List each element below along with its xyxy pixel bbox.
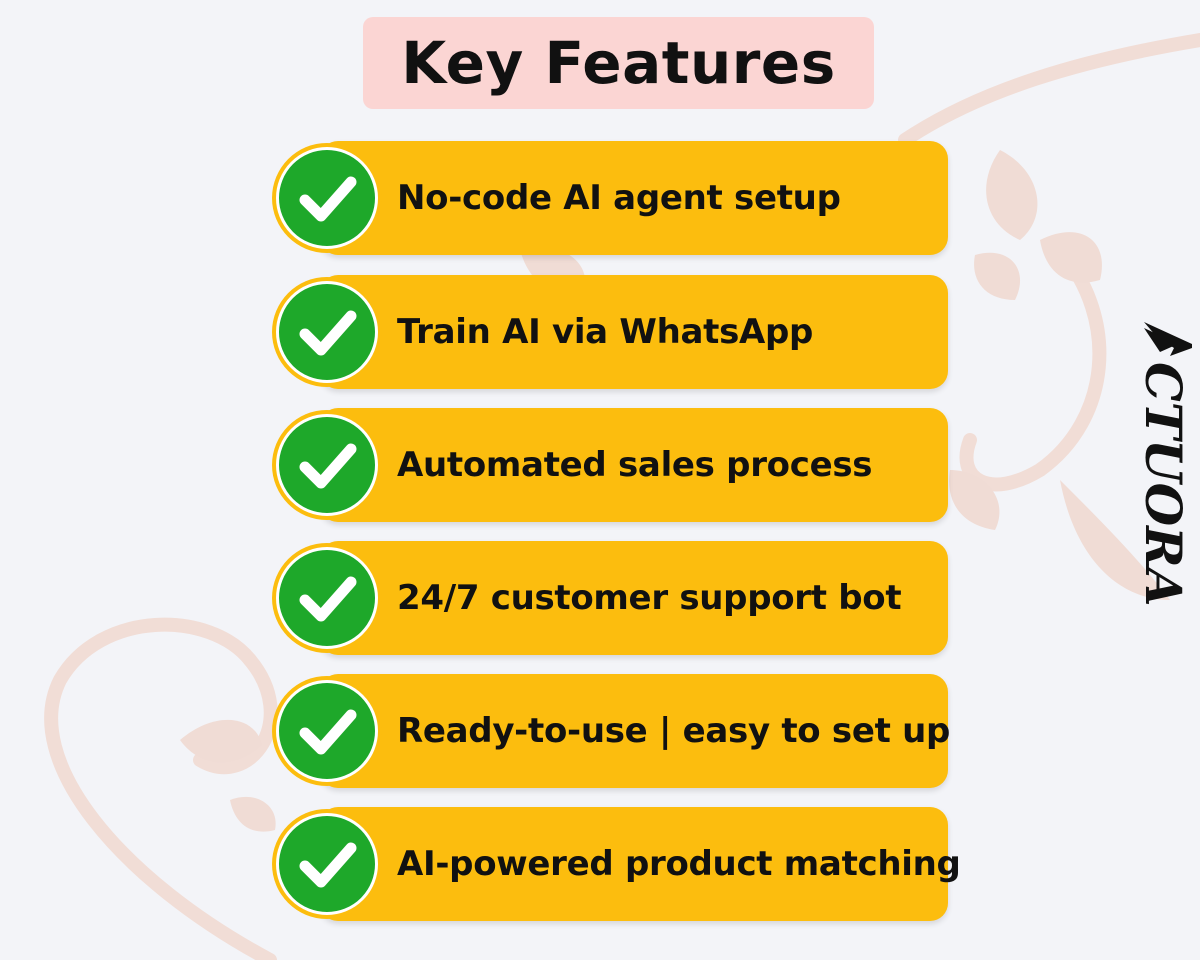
check-icon <box>276 281 378 383</box>
feature-label: 24/7 customer support bot <box>397 578 902 618</box>
feature-bar <box>320 807 948 921</box>
svg-text:CTUORA: CTUORA <box>1140 362 1193 607</box>
feature-item: 24/7 customer support bot <box>272 541 948 655</box>
check-icon <box>276 147 378 249</box>
feature-label: AI-powered product matching <box>397 844 961 884</box>
feature-bar <box>320 408 948 522</box>
check-icon <box>276 547 378 649</box>
feature-item: No-code AI agent setup <box>272 141 948 255</box>
feature-bar <box>320 541 948 655</box>
page-title: Key Features <box>401 29 836 97</box>
feature-item: Automated sales process <box>272 408 948 522</box>
feature-label: Ready-to-use | easy to set up <box>397 711 951 751</box>
feature-item: AI-powered product matching <box>272 807 961 921</box>
check-icon <box>276 813 378 915</box>
feature-item: Ready-to-use | easy to set up <box>272 674 951 788</box>
feature-label: Train AI via WhatsApp <box>397 312 814 352</box>
title-banner: Key Features <box>363 17 874 109</box>
feature-item: Train AI via WhatsApp <box>272 275 948 389</box>
check-icon <box>276 680 378 782</box>
feature-label: No-code AI agent setup <box>397 178 841 218</box>
check-icon <box>276 414 378 516</box>
feature-label: Automated sales process <box>397 445 873 485</box>
feature-bar <box>320 674 948 788</box>
feature-bar <box>320 141 948 255</box>
actuora-logo: CTUORA <box>1140 322 1193 607</box>
feature-bar <box>320 275 948 389</box>
